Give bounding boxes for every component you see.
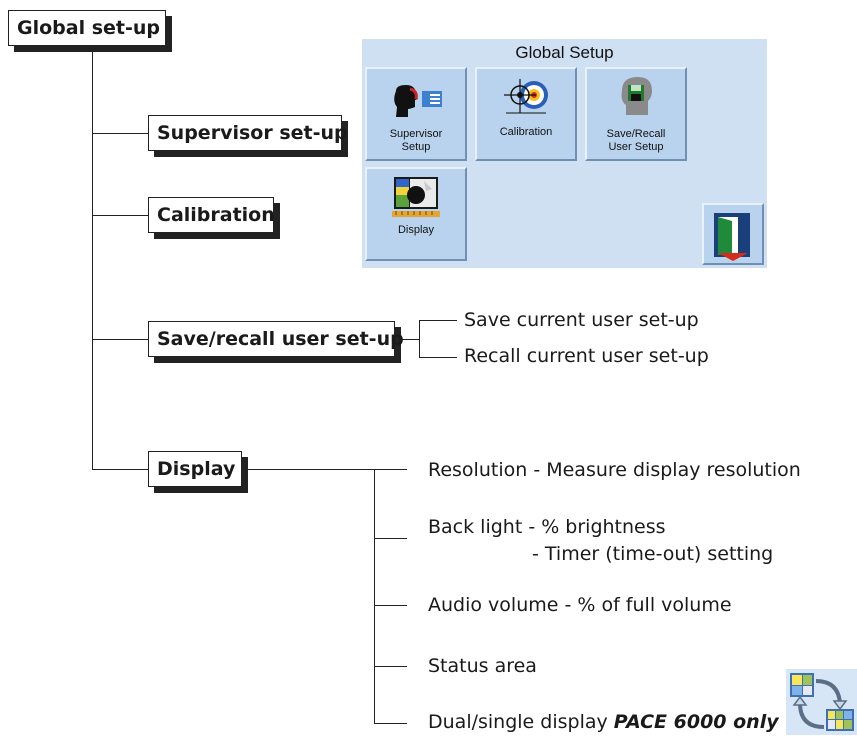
backlight-text: Back light - % brightness [428,516,666,538]
save-recall-tile-label: Save/Recall User Setup [587,128,685,154]
calibration-node: Calibration [148,197,275,233]
recall-branch [419,357,457,358]
screen-title: Global Setup [515,43,614,62]
display-branch [374,469,375,724]
exit-button[interactable] [702,203,764,265]
tree-trunk [92,49,93,469]
display-label: Display [157,458,236,480]
display-node: Display [148,451,242,487]
branch-audio [374,605,407,606]
save-recall-node: Save/recall user set-up [148,321,404,357]
recall-current-text: Recall current user set-up [464,345,709,367]
display-out [247,469,407,470]
calibration-label: Calibration [157,204,275,226]
display-swap-icon [786,669,857,735]
connector-supervisor [92,133,148,134]
save-recall-tile-line2: User Setup [608,141,664,153]
supervisor-setup-node: Supervisor set-up [148,115,348,151]
save-recall-tile-line1: Save/Recall [606,128,666,140]
status-area-text: Status area [428,655,537,677]
save-recall-label: Save/recall user set-up [157,328,404,350]
display-monitor-icon [392,177,440,217]
display-tile[interactable]: Display [365,167,467,261]
global-setup-label: Global set-up [17,17,161,39]
supervisor-tile-line1: Supervisor [389,128,443,140]
branch-backlight [374,538,407,539]
branch-dual [374,723,407,724]
global-setup-screen: Global Setup Supervisor Setup [362,39,767,268]
supervisor-tile-line2: Setup [401,141,431,153]
connector-calibration [92,215,148,216]
audio-text: Audio volume - % of full volume [428,594,732,616]
calibration-tile[interactable]: Calibration [475,67,577,161]
pace-6000-note: PACE 6000 only [613,711,779,733]
branch-status [374,666,407,667]
global-setup-node: Global set-up [8,10,166,46]
calibration-tile-label: Calibration [499,126,553,138]
connector-save-recall [92,339,148,340]
supervisor-setup-label: Supervisor set-up [157,122,348,144]
resolution-text: Resolution - Measure display resolution [428,459,801,481]
save-recall-head-icon [621,77,652,115]
save-recall-out [395,339,419,340]
display-tile-label: Display [397,224,435,236]
supervisor-tile-label: Supervisor Setup [367,128,465,154]
save-branch [419,320,457,321]
backlight-timer-text: - Timer (time-out) setting [532,543,774,565]
supervisor-head-icon [394,85,442,117]
exit-door-icon [714,213,750,261]
connector-display [92,469,148,470]
supervisor-setup-tile[interactable]: Supervisor Setup [365,67,467,161]
calibration-target-icon [504,79,548,114]
save-recall-tile[interactable]: Save/Recall User Setup [585,67,687,161]
dual-display-prefix: Dual/single display [428,711,608,733]
save-recall-branch [419,320,420,358]
dual-display-text: Dual/single display PACE 6000 only [428,711,779,733]
save-current-text: Save current user set-up [464,309,699,331]
